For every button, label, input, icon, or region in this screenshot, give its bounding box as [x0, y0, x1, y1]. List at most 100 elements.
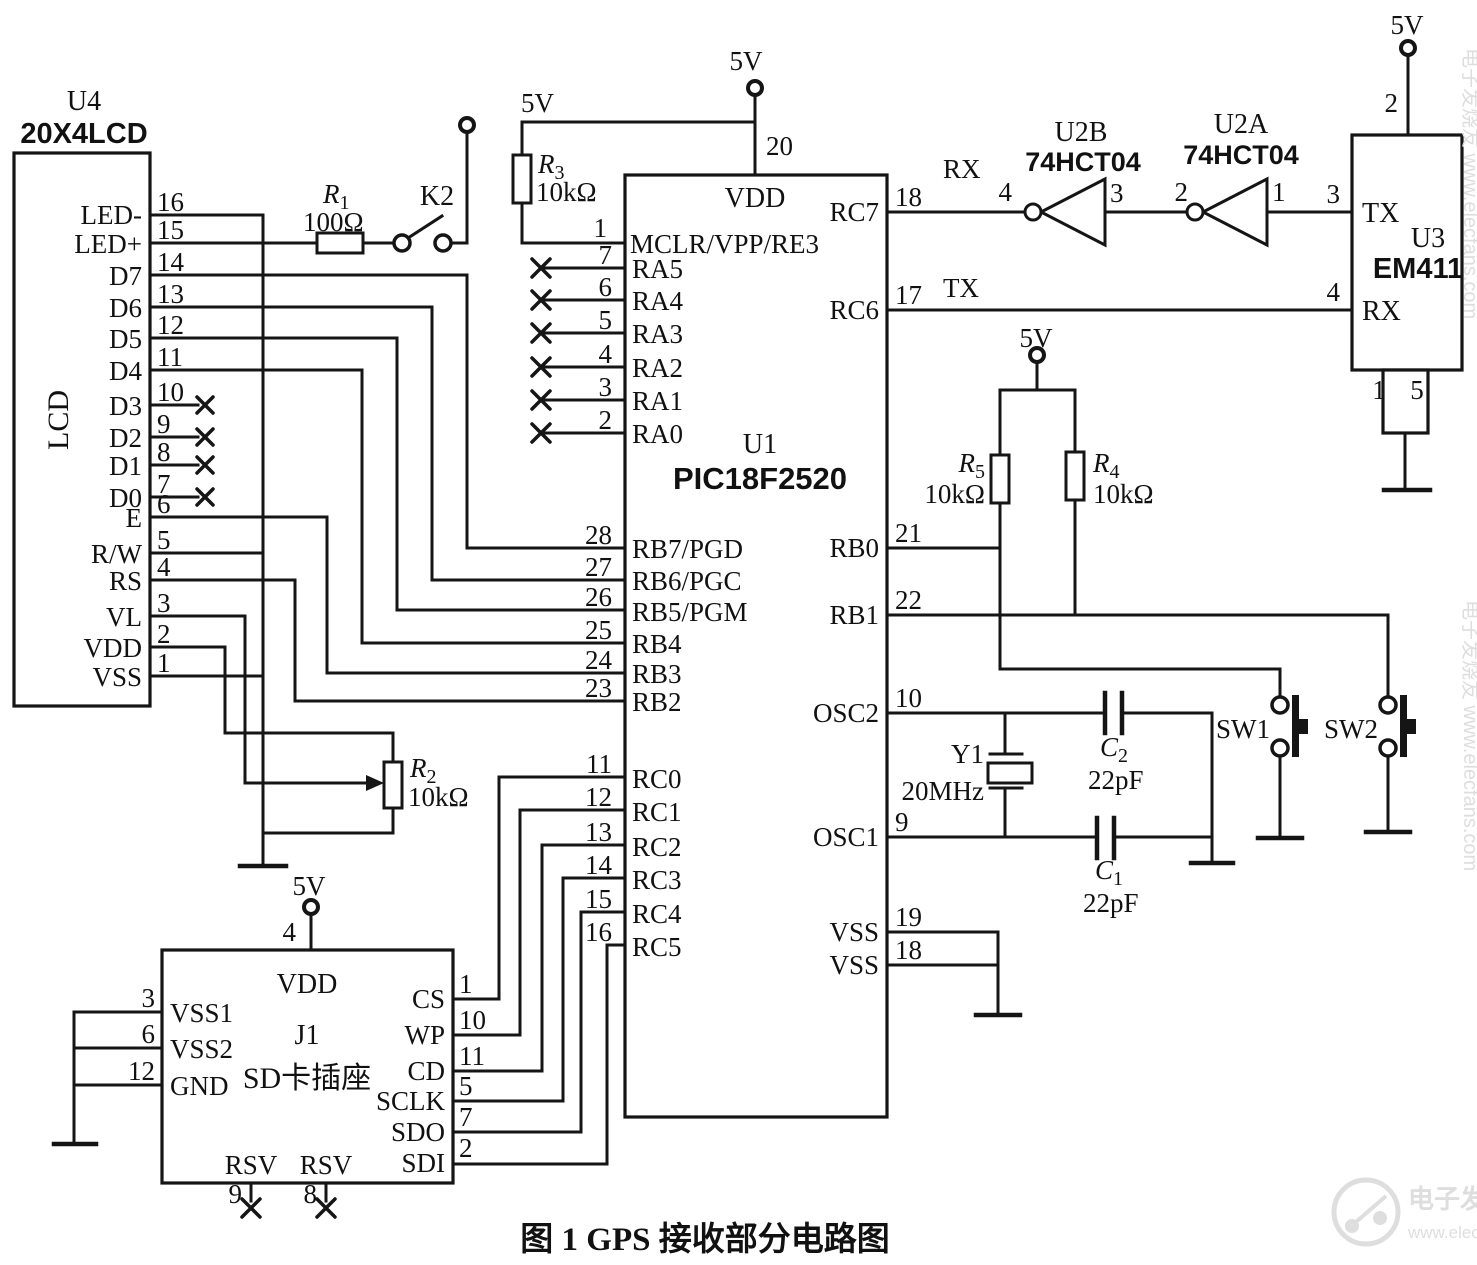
- sd-socket-labels: 5V 4 VDD J1 SD卡插座 VSS1 VSS2 GND 3 6 12 C…: [128, 871, 486, 1209]
- pin-number: 1: [459, 969, 473, 999]
- pin-number: 7: [157, 469, 171, 499]
- inverter-bubble: [1185, 202, 1205, 222]
- inverter-labels: U2B 74HCT04 4 3 U2A 74HCT04 2 1: [999, 109, 1299, 208]
- pin-number: 9: [157, 409, 171, 439]
- pin-name: RB0: [829, 533, 879, 563]
- inverter-u2a-part: 74HCT04: [1183, 140, 1299, 170]
- capacitor-c1-ref: C1: [1095, 855, 1123, 890]
- pin-number: 7: [459, 1102, 473, 1132]
- pin-number: 28: [585, 520, 612, 550]
- crystal-y1-ref: Y1: [951, 739, 984, 769]
- pin-number: 20: [766, 131, 793, 161]
- power-terminal: [302, 898, 320, 916]
- power-terminal: [1399, 39, 1417, 57]
- pin-number: 4: [157, 552, 171, 582]
- pin-name: OSC2: [813, 698, 879, 728]
- wire-vss: [885, 930, 1000, 1017]
- potentiometer-r2-body: [382, 760, 404, 810]
- pin-name: RA1: [632, 386, 683, 416]
- inverter-u2a-ref: U2A: [1214, 109, 1269, 140]
- pin-number: 11: [459, 1041, 485, 1071]
- pin-number: 18: [895, 182, 922, 212]
- pin-name: RC2: [632, 832, 682, 862]
- lcd-part: 20X4LCD: [20, 118, 147, 150]
- capacitor-c1-value: 22pF: [1083, 888, 1139, 918]
- pin-name: D7: [109, 261, 142, 291]
- gps-ref: U3: [1411, 223, 1445, 254]
- power-terminal: [458, 116, 476, 134]
- wire-uart: [885, 53, 1410, 492]
- wire-r3-mclr: [520, 93, 757, 245]
- inverter-bubble: [1023, 202, 1043, 222]
- pin-name: VSS: [92, 662, 142, 692]
- lcd-body-label: LCD: [42, 390, 75, 450]
- pin-name: RA3: [632, 319, 683, 349]
- wire-cap-plates: [1094, 690, 1125, 861]
- crystal-y1-body: [986, 761, 1034, 785]
- pin-name: RB1: [829, 600, 879, 630]
- pin-number: 14: [157, 247, 185, 277]
- pin-number: 10: [895, 683, 922, 713]
- inverter-u2b: [1023, 176, 1107, 248]
- pin-number: 10: [157, 377, 184, 407]
- resistor-r3-body: [511, 153, 533, 205]
- pin-number: 10: [459, 1005, 486, 1035]
- pin-name: E: [126, 503, 143, 533]
- pin-number: 3: [1110, 178, 1124, 208]
- pin-name: D0: [109, 483, 142, 513]
- supply-5v-label: 5V: [1020, 323, 1054, 353]
- button-nub: [1407, 719, 1416, 734]
- wire-rb-switches: [885, 360, 1390, 840]
- pin-number: 1: [1272, 177, 1286, 207]
- pin-number: 3: [142, 983, 156, 1013]
- pin-number: 3: [599, 372, 613, 402]
- pin-number: 2: [1175, 177, 1189, 207]
- watermark-logo-dot: [1345, 1219, 1359, 1233]
- pushbutton-sw1: [1270, 695, 1308, 758]
- pin-name: LED+: [74, 229, 142, 259]
- pin-name: D6: [109, 293, 142, 323]
- pin-name: CD: [407, 1056, 445, 1086]
- sd-vdd-label: VDD: [277, 969, 338, 1000]
- watermark-logo-dot: [1373, 1211, 1387, 1225]
- figure-caption: 图 1 GPS 接收部分电路图: [520, 1221, 889, 1258]
- switch-k2: [392, 233, 453, 253]
- switch-contact: [1378, 738, 1398, 758]
- wire-ra-stubs: [543, 266, 627, 435]
- capacitor-c2-ref: C2: [1100, 732, 1128, 767]
- pin-number: 14: [585, 850, 613, 880]
- pin-number: 2: [459, 1133, 473, 1163]
- pin-name: D1: [109, 451, 142, 481]
- button-plunger: [1292, 695, 1299, 757]
- pin-name: RA4: [632, 286, 684, 316]
- inverter-u2b-ref: U2B: [1055, 117, 1108, 148]
- watermark-site: www.elecfans.com: [1407, 1223, 1477, 1242]
- button-nub: [1299, 719, 1308, 734]
- pin-name: RB6/PGC: [632, 566, 742, 596]
- watermark-brand: 电子发烧友: [1408, 1184, 1477, 1214]
- mcu-labels: 5V 20 VDD 1 MCLR/VPP/RE3 RA5 RA4 RA3 RA2…: [585, 46, 981, 980]
- pin-name: D5: [109, 324, 142, 354]
- wire-osc: [885, 711, 1214, 865]
- inverter-u2b-part: 74HCT04: [1025, 147, 1141, 177]
- pin-number: 4: [599, 339, 613, 369]
- button-plunger: [1400, 695, 1407, 757]
- net-label-rx: RX: [943, 154, 981, 184]
- supply-5v-label: 5V: [1391, 10, 1425, 40]
- pin-number: 7: [599, 240, 613, 270]
- pin-name: RC1: [632, 797, 682, 827]
- pin-name: SDI: [401, 1148, 445, 1178]
- pin-name: RB4: [632, 629, 682, 659]
- pin-name: RX: [1362, 296, 1401, 327]
- wire-rc-sd: [451, 775, 627, 1166]
- mcu-vdd-label: VDD: [725, 183, 786, 214]
- gps-module-labels: 5V 2 3 4 TX RX U3 EM411 1 5: [1327, 10, 1464, 405]
- mcu-part: PIC18F2520: [673, 461, 847, 496]
- pin-number: 16: [585, 917, 612, 947]
- pin-number: 3: [157, 588, 171, 618]
- pin-number: 5: [157, 525, 171, 555]
- switch-contact: [1378, 695, 1398, 715]
- pin-name: RB5/PGM: [632, 597, 748, 627]
- supply-5v-label: 5V: [293, 871, 327, 901]
